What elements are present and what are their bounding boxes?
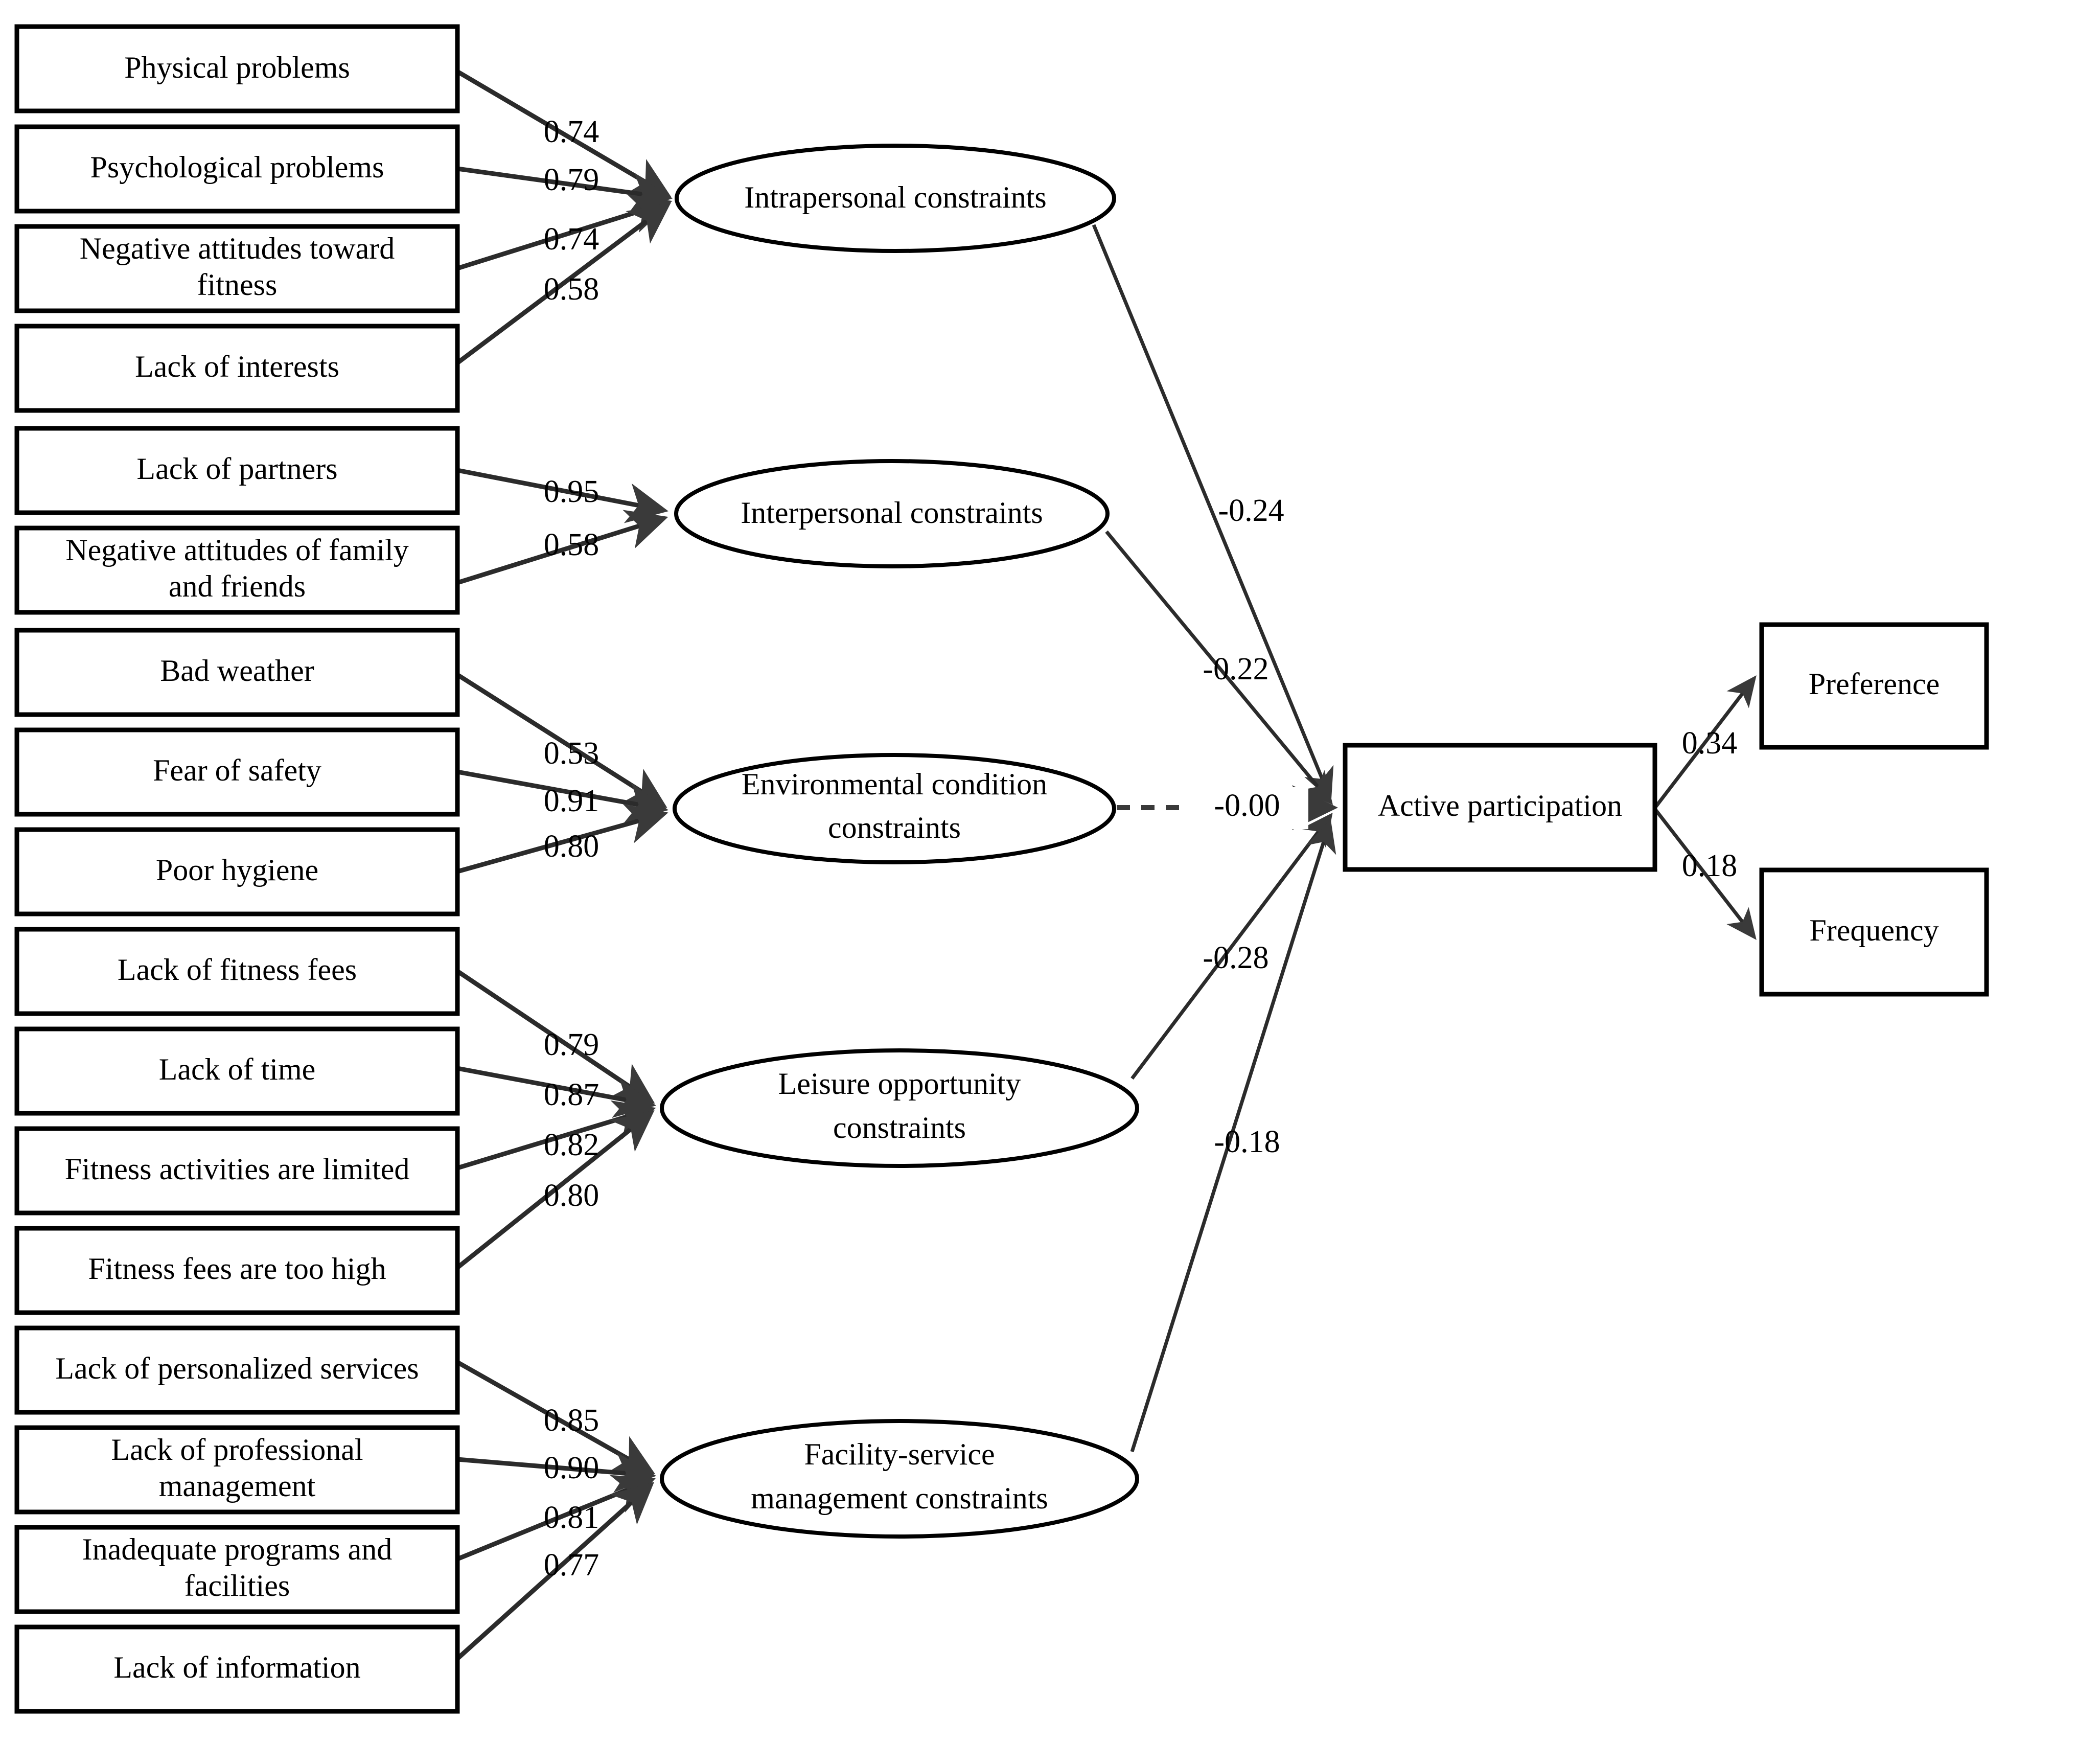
loading-label-lack-professional-mgmt: 0.90 bbox=[544, 1451, 599, 1485]
loading-label-lack-of-information: 0.77 bbox=[544, 1548, 599, 1583]
loading-label-lack-of-interests: 0.58 bbox=[544, 272, 599, 307]
indicator-label: Fitness activities are limited bbox=[65, 1152, 410, 1186]
indicator-label: Negative attitudes of family bbox=[65, 533, 408, 567]
indicator-label: Negative attitudes toward bbox=[80, 232, 395, 265]
endogenous-box-active-participation: Active participation bbox=[1343, 743, 1657, 872]
latent-label: Leisure opportunity bbox=[778, 1067, 1021, 1101]
indicator-label-line2: fitness bbox=[197, 268, 278, 302]
indicator-box-lack-of-interests: Lack of interests bbox=[14, 324, 460, 413]
indicator-label: Bad weather bbox=[160, 654, 314, 687]
edges-structural bbox=[1092, 224, 1339, 1453]
indicator-box-lack-of-partners: Lack of partners bbox=[14, 426, 460, 515]
edges-intrapersonal bbox=[456, 70, 673, 365]
latent-label: Intrapersonal constraints bbox=[744, 180, 1046, 214]
loading-label-lack-of-partners: 0.95 bbox=[544, 474, 599, 509]
path-label-intrapersonal: -0.24 bbox=[1218, 493, 1284, 528]
indicator-label: Lack of interests bbox=[135, 350, 339, 383]
coefficients-structural: -0.24 -0.22 -0.00 -0.28 -0.18 0.34 0.18 bbox=[1186, 493, 1737, 1159]
latent-label: Facility-service bbox=[804, 1437, 995, 1471]
endogenous-box-preference: Preference bbox=[1759, 622, 1989, 750]
indicator-box-physical-problems: Physical problems bbox=[14, 24, 460, 113]
loading-label-fitness-fees-too-high: 0.80 bbox=[544, 1178, 599, 1213]
latent-label-line2: constraints bbox=[828, 811, 961, 844]
loading-label-fitness-activities-limited: 0.82 bbox=[544, 1128, 599, 1162]
indicator-box-negative-attitudes-fitness: Negative attitudes toward fitness bbox=[14, 224, 460, 313]
path-label-interpersonal: -0.22 bbox=[1203, 652, 1268, 686]
indicator-label-line2: facilities bbox=[184, 1569, 290, 1602]
loading-label-negative-attitudes-fitness: 0.74 bbox=[544, 222, 599, 257]
coefficients-measurement: 0.74 0.79 0.74 0.58 0.95 0.58 0.53 0.91 … bbox=[544, 114, 599, 1583]
loading-label-inadequate-programs: 0.81 bbox=[544, 1500, 599, 1535]
path-label-environmental: -0.00 bbox=[1214, 788, 1280, 823]
latent-label-line2: management constraints bbox=[751, 1481, 1048, 1515]
edges-leisure bbox=[456, 969, 656, 1270]
loading-label-lack-of-fitness-fees: 0.79 bbox=[544, 1027, 599, 1062]
latent-label: Environmental condition bbox=[742, 767, 1047, 801]
indicator-box-negative-attitudes-family: Negative attitudes of family and friends bbox=[14, 525, 460, 615]
indicator-box-bad-weather: Bad weather bbox=[14, 628, 460, 717]
preference-label: Preference bbox=[1809, 667, 1940, 701]
edges-outcomes bbox=[1654, 675, 1757, 940]
indicator-label-line2: management bbox=[159, 1469, 316, 1503]
frequency-label: Frequency bbox=[1809, 913, 1939, 947]
indicator-label: Lack of professional bbox=[111, 1433, 363, 1466]
path-label-facility: -0.18 bbox=[1214, 1125, 1280, 1159]
loading-label-negative-attitudes-family: 0.58 bbox=[544, 528, 599, 562]
indicator-box-psychological-problems: Psychological problems bbox=[14, 124, 460, 214]
indicator-box-fitness-fees-too-high: Fitness fees are too high bbox=[14, 1226, 460, 1315]
loading-label-fear-of-safety: 0.91 bbox=[544, 784, 599, 818]
latent-facility-service-management-constraints: Facility-service management constraints bbox=[660, 1419, 1139, 1539]
indicator-label: Lack of time bbox=[159, 1052, 316, 1086]
indicator-label: Poor hygiene bbox=[156, 853, 318, 887]
latent-leisure-opportunity-constraints: Leisure opportunity constraints bbox=[660, 1048, 1139, 1168]
indicator-label-line2: and friends bbox=[169, 569, 306, 603]
edges-interpersonal bbox=[456, 468, 668, 585]
indicator-label: Lack of fitness fees bbox=[118, 953, 357, 987]
indicator-box-poor-hygiene: Poor hygiene bbox=[14, 827, 460, 916]
latent-intrapersonal-constraints: Intrapersonal constraints bbox=[675, 144, 1116, 253]
indicator-label: Lack of personalized services bbox=[55, 1351, 419, 1385]
latent-label: Interpersonal constraints bbox=[741, 496, 1043, 530]
indicator-box-lack-of-information: Lack of information bbox=[14, 1624, 460, 1714]
indicator-box-fitness-activities-limited: Fitness activities are limited bbox=[14, 1126, 460, 1216]
indicator-box-lack-of-time: Lack of time bbox=[14, 1026, 460, 1116]
indicator-box-inadequate-programs: Inadequate programs and facilities bbox=[14, 1525, 460, 1614]
path-label-preference: 0.34 bbox=[1682, 726, 1738, 761]
path-label-leisure: -0.28 bbox=[1203, 941, 1268, 975]
latent-interpersonal-constraints: Interpersonal constraints bbox=[674, 459, 1110, 568]
loading-label-lack-personalized-services: 0.85 bbox=[544, 1403, 599, 1438]
active-participation-label: Active participation bbox=[1378, 789, 1622, 822]
indicator-label: Lack of information bbox=[113, 1651, 360, 1684]
edges-environmental bbox=[456, 673, 668, 874]
indicator-label: Inadequate programs and bbox=[82, 1532, 392, 1566]
latent-environmental-condition-constraints: Environmental condition constraints bbox=[673, 753, 1116, 864]
indicator-label: Fitness fees are too high bbox=[88, 1252, 386, 1286]
loading-label-lack-of-time: 0.87 bbox=[544, 1078, 599, 1112]
indicator-label: Psychological problems bbox=[90, 150, 384, 184]
indicator-box-lack-of-fitness-fees: Lack of fitness fees bbox=[14, 927, 460, 1016]
indicator-label: Lack of partners bbox=[136, 452, 337, 486]
loading-label-physical-problems: 0.74 bbox=[544, 114, 599, 149]
indicator-box-lack-professional-mgmt: Lack of professional management bbox=[14, 1425, 460, 1515]
path-label-frequency: 0.18 bbox=[1682, 849, 1738, 883]
endogenous-box-frequency: Frequency bbox=[1759, 867, 1989, 997]
loading-label-bad-weather: 0.53 bbox=[544, 736, 599, 771]
indicator-label: Physical problems bbox=[124, 51, 350, 84]
loading-label-psychological-problems: 0.79 bbox=[544, 163, 599, 197]
indicator-label: Fear of safety bbox=[153, 753, 321, 787]
loading-label-poor-hygiene: 0.80 bbox=[544, 829, 599, 864]
indicator-box-fear-of-safety: Fear of safety bbox=[14, 727, 460, 817]
latent-label-line2: constraints bbox=[833, 1111, 966, 1144]
edges-facility bbox=[455, 1360, 657, 1661]
indicator-box-lack-personalized-services: Lack of personalized services bbox=[14, 1325, 460, 1415]
